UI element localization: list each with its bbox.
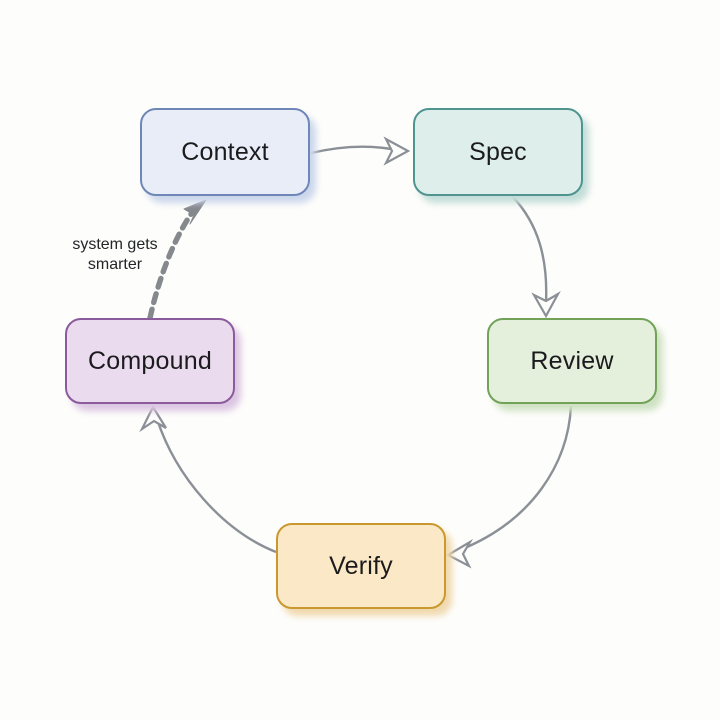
node-review-label: Review xyxy=(530,346,614,375)
node-context: Context xyxy=(140,108,310,196)
arrowhead-verify-to-compound xyxy=(139,404,167,433)
edge-compound-to-context xyxy=(147,207,197,321)
node-compound-label: Compound xyxy=(88,346,212,375)
arrowhead-compound-to-context xyxy=(183,199,207,225)
node-verify: Verify xyxy=(276,523,446,609)
feedback-edge-label-line1: system gets xyxy=(72,236,158,253)
feedback-edge-label: system gets smarter xyxy=(50,235,180,275)
arrowhead-context-to-spec xyxy=(383,136,411,166)
node-spec: Spec xyxy=(413,108,583,196)
edge-context-to-spec xyxy=(310,145,397,155)
feedback-edge-label-line2: smarter xyxy=(87,256,143,273)
node-verify-label: Verify xyxy=(329,551,393,580)
edge-spec-to-review xyxy=(512,196,548,304)
edge-review-to-verify xyxy=(459,405,573,552)
arrowhead-spec-to-review xyxy=(531,291,561,319)
node-review: Review xyxy=(487,318,657,404)
edge-verify-to-compound xyxy=(155,418,277,554)
arrowhead-review-to-verify xyxy=(445,538,474,569)
node-spec-label: Spec xyxy=(469,137,527,166)
node-context-label: Context xyxy=(181,137,269,166)
node-compound: Compound xyxy=(65,318,235,404)
